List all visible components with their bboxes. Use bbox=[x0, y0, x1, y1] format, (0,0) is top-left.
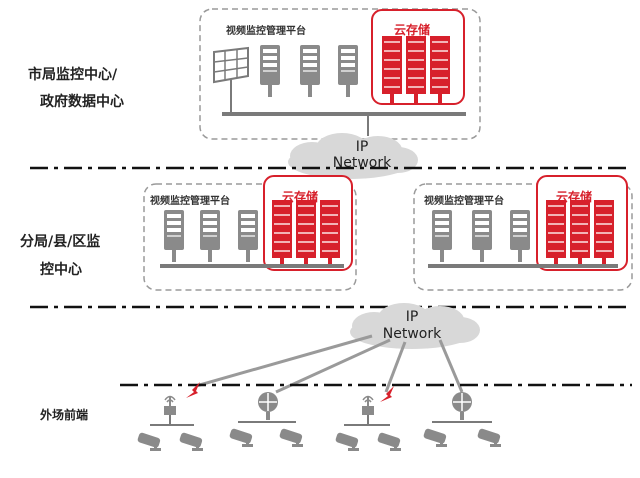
server-icon bbox=[300, 45, 320, 97]
storage-rack-icon bbox=[594, 200, 614, 268]
camera-icon bbox=[376, 432, 401, 451]
camera-icon bbox=[178, 432, 203, 451]
branch-center-box-right bbox=[413, 183, 633, 291]
tier-label-field: 外场前端 bbox=[40, 407, 88, 422]
server-icon bbox=[200, 210, 220, 262]
wireless-radio-icon bbox=[163, 395, 177, 416]
server-icon bbox=[260, 45, 280, 97]
storage-rack-icon bbox=[296, 200, 316, 268]
tier-label-branch-line2: 控中心 bbox=[40, 261, 82, 278]
branch-right-platform-label: 视频监控管理平台 bbox=[424, 194, 504, 207]
storage-rack-icon bbox=[272, 200, 292, 268]
storage-rack-icon bbox=[406, 36, 426, 104]
wireless-radio-icon bbox=[361, 395, 375, 416]
tier-label-branch-line1: 分局/县/区监 bbox=[20, 233, 100, 250]
network-label-line1-lower: IP bbox=[406, 309, 419, 325]
camera-icon bbox=[228, 428, 253, 447]
network-label-line2-lower: Network bbox=[383, 326, 442, 342]
server-icon bbox=[338, 45, 358, 97]
storage-rack-icon bbox=[382, 36, 402, 104]
camera-icon bbox=[334, 432, 359, 451]
camera-icon bbox=[278, 428, 303, 447]
server-icon bbox=[164, 210, 184, 262]
tier-label-city-line1: 市局监控中心/ bbox=[28, 66, 118, 83]
storage-rack-icon bbox=[570, 200, 590, 268]
camera-icon bbox=[136, 432, 161, 451]
server-icon bbox=[472, 210, 492, 262]
city-cloud-storage-label: 云存储 bbox=[394, 22, 430, 37]
network-link bbox=[384, 341, 407, 393]
network-link bbox=[438, 339, 464, 393]
server-icon bbox=[432, 210, 452, 262]
video-wall-icon bbox=[213, 46, 249, 92]
server-icon bbox=[238, 210, 258, 262]
network-switch-icon bbox=[257, 391, 279, 421]
network-link bbox=[195, 334, 373, 388]
network-switch-icon bbox=[451, 391, 473, 421]
network-label-line1: IP bbox=[356, 139, 369, 155]
branch-center-box-left bbox=[143, 183, 357, 291]
camera-icon bbox=[422, 428, 447, 447]
storage-rack-icon bbox=[320, 200, 340, 268]
city-platform-label: 视频监控管理平台 bbox=[226, 24, 306, 37]
branch-left-platform-label: 视频监控管理平台 bbox=[150, 194, 230, 207]
camera-icon bbox=[476, 428, 501, 447]
storage-rack-icon bbox=[546, 200, 566, 268]
storage-rack-icon bbox=[430, 36, 450, 104]
tier-label-city-line2: 政府数据中心 bbox=[40, 93, 124, 110]
server-icon bbox=[510, 210, 530, 262]
network-link bbox=[275, 338, 391, 394]
